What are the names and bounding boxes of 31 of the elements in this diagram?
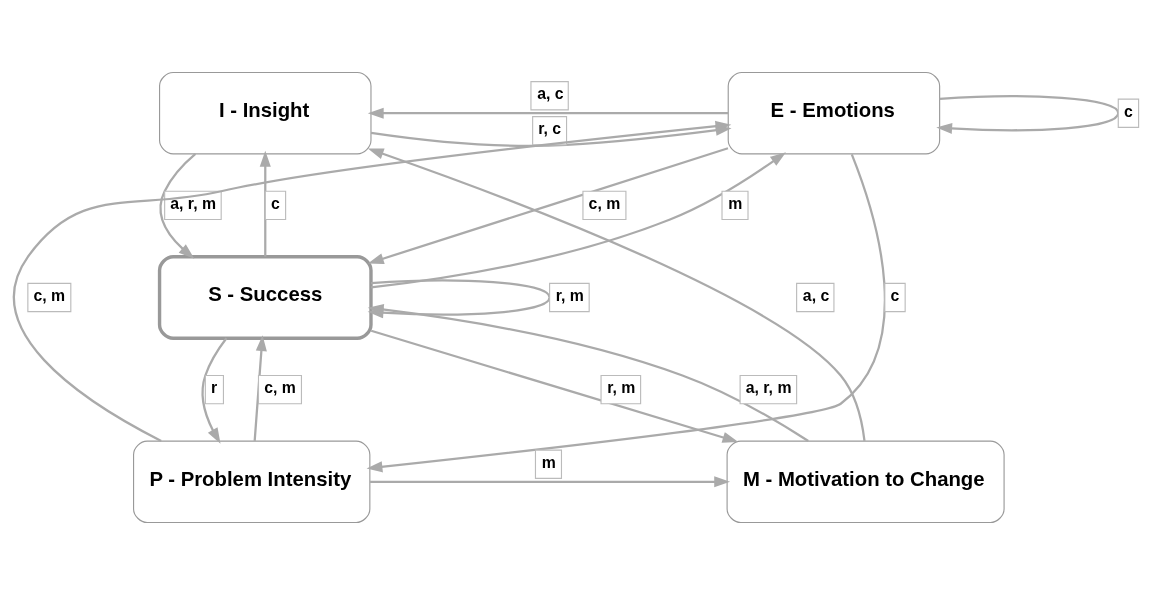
arrow (370, 329, 739, 443)
edge-label: c (890, 286, 900, 304)
edge-label: a, r, m (745, 378, 792, 396)
arrow (936, 94, 1120, 134)
arrow (201, 337, 228, 444)
node-box: M - Motivation to Change (726, 440, 1005, 523)
edge-label: r (211, 378, 218, 396)
edge-label: c, m (33, 286, 66, 304)
edge-label: c (1123, 102, 1133, 120)
node-box: P - Problem Intensity (133, 440, 371, 523)
arrow (370, 475, 731, 487)
edge-label: a, c (802, 286, 830, 304)
edge-label: c, m (588, 194, 621, 212)
node-box: I - Insight (159, 71, 372, 154)
edge-label: m (728, 194, 743, 212)
edge-label: a, c (537, 84, 564, 102)
edge-label: r, c (538, 119, 562, 137)
arrow (367, 107, 729, 119)
arrow (370, 151, 786, 289)
edge-label: c (270, 194, 280, 212)
node-box: S - Success (157, 254, 373, 340)
arrow (159, 152, 197, 259)
node-box: E - Emotions (727, 71, 941, 154)
edge-label: r, m (607, 378, 636, 396)
arrow (253, 334, 267, 441)
edge-label: m (541, 453, 556, 471)
edge-label: a, r, m (170, 194, 217, 212)
edge-label: c, m (264, 378, 296, 396)
arrow (259, 150, 271, 256)
arrow (367, 146, 729, 264)
edge-label: r, m (555, 286, 584, 304)
